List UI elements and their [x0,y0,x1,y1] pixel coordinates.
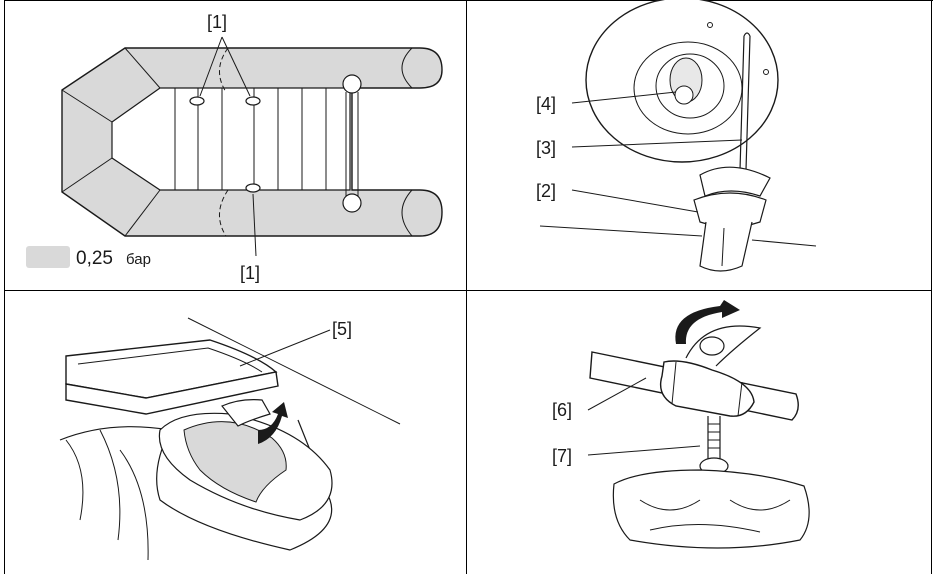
valve-stem [707,416,721,461]
leader-1a [199,36,223,97]
callout-6: [6] [552,400,572,420]
adapter-tube [699,221,753,272]
callout-3: [3] [536,138,556,158]
callout-5: [5] [332,319,352,339]
valve-core [674,85,694,105]
pressure-legend-unit: бар [126,251,151,268]
seat-clip [221,399,271,427]
baffle-dashed-bottom [219,189,229,237]
callout-7: [7] [552,446,572,466]
leader-3 [571,139,743,148]
valve-strap [739,32,751,171]
adapter-collar [699,166,771,197]
hose-line-right [751,239,817,247]
adapter-body [693,192,767,228]
panel-seat-detail: [5] [59,317,401,561]
frame-left [4,0,5,574]
valve-stem-threads [708,423,720,449]
bow-line-3 [124,47,161,89]
hose-line-left [539,225,703,237]
frame-middle-horizontal [4,290,932,291]
baffle-dashed-top [219,47,229,93]
frame-middle-vertical [466,0,467,574]
background-line [187,317,401,425]
frame-right [931,0,932,574]
seat-front [65,371,279,415]
fabric-bag [612,469,810,549]
callout-1-top: [1] [207,12,227,32]
bow-line-1 [61,89,113,123]
panel-clamp-detail: [6] [7] [552,300,810,549]
callout-1-bottom: [1] [240,263,260,283]
seat-inner-edge [77,347,263,373]
boat-floor [111,87,351,191]
oarlock-bottom [342,193,362,213]
panel-valve-detail: [4] [3] [2] [536,0,817,272]
bow-line-2 [61,157,113,193]
frame-top [4,0,933,1]
leader-4 [571,91,677,104]
oarlock-top [342,74,362,94]
callout-4: [4] [536,94,556,114]
clamp-sleeve [659,360,755,417]
leader-5 [239,329,331,367]
pressure-legend-value: 0,25 [76,248,113,269]
pressure-legend-swatch [26,246,70,268]
tube-end-bottom [401,189,413,237]
bow-line-4 [124,189,161,237]
clamp-ring-1 [671,361,677,405]
leader-2 [571,189,699,213]
leader-7 [587,445,701,456]
rotation-arrow [675,300,740,344]
clamp-ring-2 [737,381,743,417]
callout-2: [2] [536,181,556,201]
clamp-knob [699,336,725,356]
leader-1c [252,193,257,257]
tube-body [59,419,333,551]
fabric-fold [65,429,149,561]
rotate-arrow [258,402,288,444]
valve-screw-1 [707,22,713,28]
adapter-slot [721,227,725,267]
panel-boat-top-view: [1] [1] 0,25 бар [26,12,443,283]
valve-1 [189,96,205,106]
fabric-folds [639,499,791,533]
tube-end-top [401,47,413,89]
valve-2 [245,96,261,106]
valve-screw-2 [763,69,769,75]
valve-3 [245,183,261,193]
leader-6 [587,377,647,411]
clamp-strap [685,325,762,367]
leader-1b [221,36,251,97]
